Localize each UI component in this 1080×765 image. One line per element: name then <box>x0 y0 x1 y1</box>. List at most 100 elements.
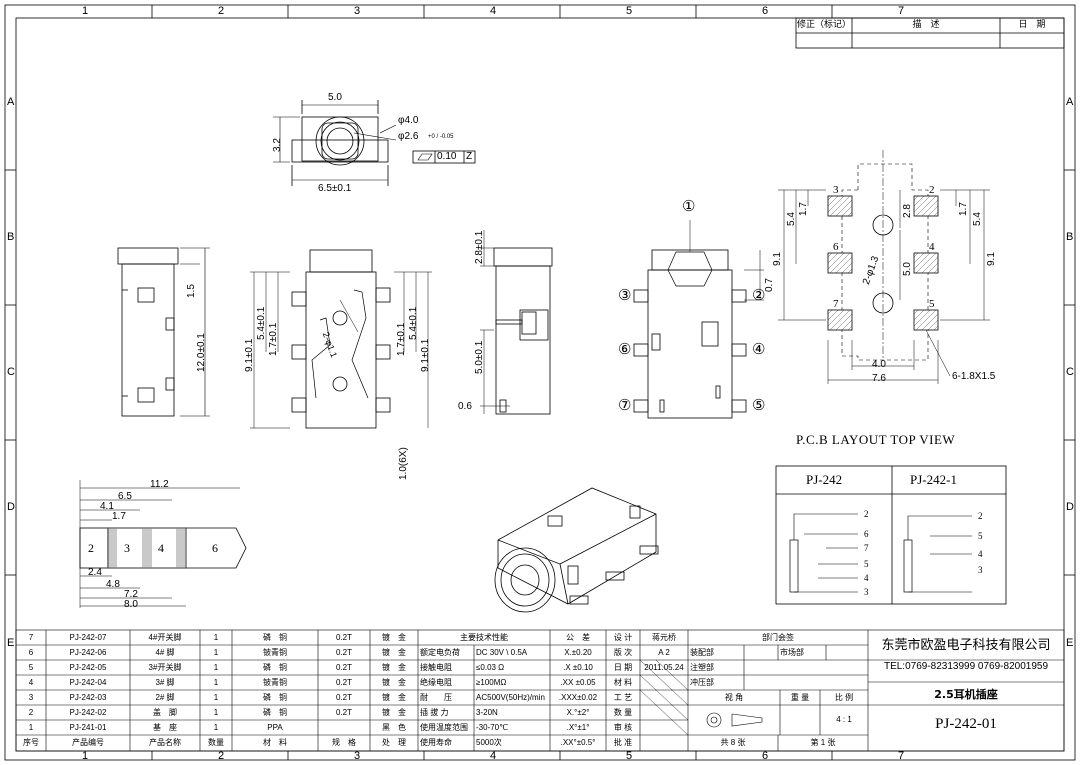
bom-qty: 1 <box>213 663 219 672</box>
dim-top-dia2-tol: +0 / -0.05 <box>428 134 454 140</box>
flatness-value: 0.10 <box>437 151 457 162</box>
zone-label-top: 2 <box>218 5 225 17</box>
pcb-dim-right: 9.1 <box>986 252 997 266</box>
zone-label-bottom: 7 <box>898 750 905 762</box>
pcb-dim-left: 1.7 <box>798 202 809 216</box>
dept-item: 注塑部 <box>690 663 714 672</box>
spec-label: 使用寿命 <box>420 738 452 747</box>
bom-seq: 1 <box>28 723 34 732</box>
revision-date-header: 日 期 <box>1018 20 1046 30</box>
plug-dim-bottom: 8.0 <box>124 599 138 610</box>
zone-label-top: 4 <box>490 5 497 17</box>
bom-material: 磷 铜 <box>263 708 287 717</box>
bom-qty: 1 <box>213 708 219 717</box>
bom-code: PJ-242-05 <box>69 663 107 672</box>
spec-value: ≤0.03 Ω <box>476 663 505 672</box>
plug-dim-top: 1.7 <box>112 511 126 522</box>
pcb-pad-callout: 6-1.8X1.5 <box>952 371 996 382</box>
bom-finish: 镀 金 <box>382 648 406 657</box>
schematic-pin: 2 <box>864 509 869 519</box>
pcb-dim-right: 5.4 <box>972 212 983 226</box>
spec-label: 插 拔 力 <box>420 708 449 717</box>
signoff-label: 版 次 <box>613 648 633 657</box>
dim-end-top: 2.8±0.1 <box>474 230 485 264</box>
pcb-dim-center: 2.8 <box>902 204 913 218</box>
dim-side-right: 9.1±0.1 <box>420 338 431 372</box>
end-view <box>480 230 553 415</box>
bom-code: PJ-242-04 <box>69 678 107 687</box>
pcb-layout <box>778 150 990 384</box>
dim-end-mid: 5.0±0.1 <box>474 340 485 374</box>
pin-callout-7: ⑦ <box>618 398 632 414</box>
pin-callout-6: ⑥ <box>618 342 632 358</box>
company-tel: TEL:0769-82313999 0769-82001959 <box>883 661 1049 672</box>
bom-spec: 0.2T <box>335 708 352 717</box>
zone-label-side: D <box>7 501 15 513</box>
spec-label: 使用温度范围 <box>420 723 468 732</box>
pcb-pad-4: 4 <box>929 241 935 253</box>
scale-value: 4 : 1 <box>836 715 852 724</box>
bom-name: 4# 脚 <box>155 648 175 657</box>
pin-callout-1: ① <box>682 199 696 215</box>
spec-value: -30-70℃ <box>476 723 509 732</box>
zone-label-bottom: 6 <box>762 750 769 762</box>
bom-header: 产品编号 <box>72 738 104 747</box>
schematic-pin: 4 <box>864 573 869 583</box>
tolerance-value: .XXX±0.02 <box>558 693 598 702</box>
bom-header: 材 料 <box>263 738 287 747</box>
signoff-label: 材 料 <box>613 678 633 687</box>
bom-material: 铍青铜 <box>263 678 287 687</box>
bom-spec: 0.2T <box>335 693 352 702</box>
spec-title: 主要技术性能 <box>460 633 508 642</box>
dim-side-left: 1.7±0.1 <box>268 322 279 356</box>
zone-label-side: D <box>1066 501 1074 513</box>
schematic-pin: 6 <box>864 529 869 539</box>
tolerance-title: 公 差 <box>566 633 590 642</box>
signoff-value: A 2 <box>658 648 670 657</box>
pcb-dim-left: 5.4 <box>786 212 797 226</box>
part-number: PJ-242-01 <box>935 716 997 732</box>
bom-qty: 1 <box>213 693 219 702</box>
title-block-grid <box>15 629 1065 752</box>
schematic-table <box>775 465 1007 605</box>
pin-view <box>633 220 764 419</box>
bom-code: PJ-242-02 <box>69 708 107 717</box>
bom-finish: 镀 金 <box>382 693 406 702</box>
schematic-pin: 5 <box>978 531 983 541</box>
tolerance-value: X.°±2° <box>566 708 590 717</box>
zone-label-side: A <box>7 96 15 108</box>
dim-top-dia: φ4.0 <box>398 115 419 126</box>
zone-label-side: E <box>7 637 15 649</box>
side-view <box>250 249 432 429</box>
dept-item: 装配部 <box>690 648 714 657</box>
bom-header: 数量 <box>208 738 224 747</box>
sheet-number: 第 1 张 <box>810 738 836 747</box>
bom-name: 基 座 <box>153 723 177 732</box>
spec-value: AC500V(50Hz)/min <box>476 693 545 702</box>
signoff-label: 日 期 <box>613 663 633 672</box>
pcb-dim-inner: 4.0 <box>872 359 886 370</box>
dim-top-height: 3.2 <box>272 138 283 152</box>
bom-code: PJ-242-03 <box>69 693 107 702</box>
bom-qty: 1 <box>213 678 219 687</box>
pcb-dim-left: 9.1 <box>772 252 783 266</box>
bom-spec: 0.2T <box>335 633 352 642</box>
spec-value: 5000次 <box>476 738 502 747</box>
zone-label-bottom: 5 <box>626 750 633 762</box>
zone-label-side: E <box>1066 637 1074 649</box>
bom-name: 4#开关脚 <box>148 633 182 642</box>
plug-seg-4: 4 <box>158 541 164 555</box>
revision-desc-header: 描 述 <box>912 20 940 30</box>
bom-seq: 6 <box>28 648 34 657</box>
revision-block <box>795 17 1065 49</box>
pcb-dim-center: 5.0 <box>902 262 913 276</box>
revision-mark-header: 修正（标记） <box>796 20 851 30</box>
pcb-pad-7: 7 <box>833 298 839 310</box>
bom-seq: 7 <box>28 633 34 642</box>
bom-seq: 5 <box>28 663 34 672</box>
bom-finish: 镀 金 <box>382 633 406 642</box>
bom-spec: 0.2T <box>335 648 352 657</box>
flatness-datum: Z <box>466 151 473 162</box>
tolerance-value: .X°±1° <box>566 723 590 732</box>
sheets-total: 共 8 张 <box>720 738 746 747</box>
